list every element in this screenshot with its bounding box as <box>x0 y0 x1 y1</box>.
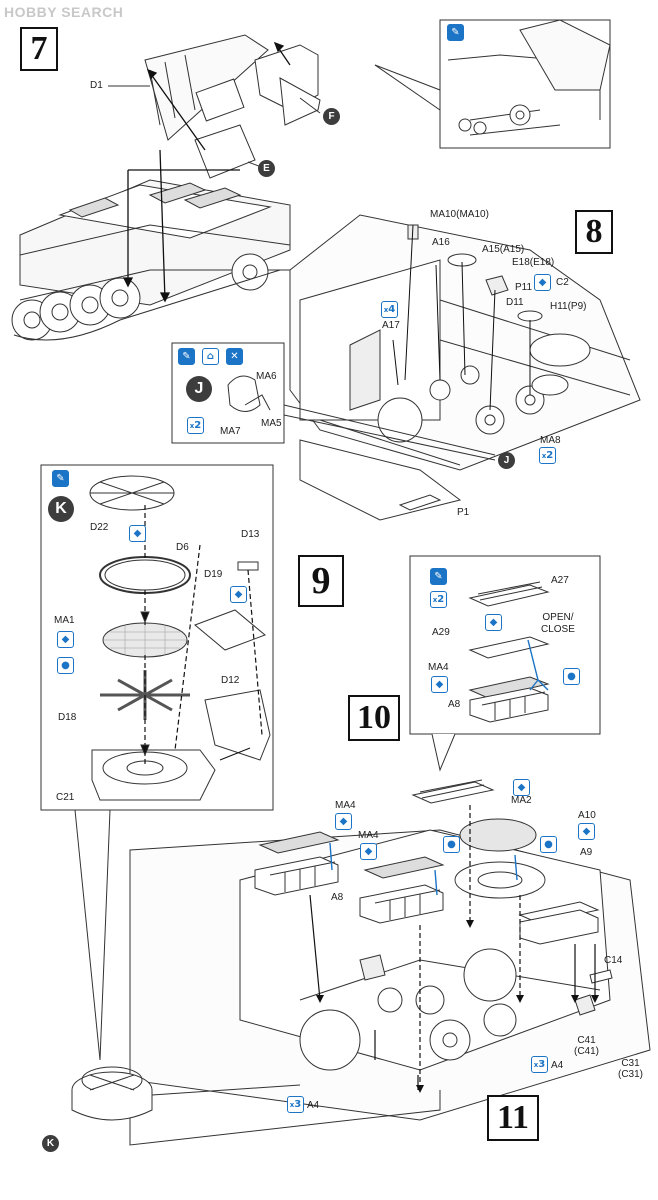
part-label-d1: D1 <box>90 80 103 91</box>
part-label-ma5: MA5 <box>261 418 282 429</box>
paint-drop-icon: ● <box>443 836 460 853</box>
step-9-number: 9 <box>298 555 344 607</box>
part-label-a8-step11: A8 <box>331 892 344 903</box>
step-10-number: 10 <box>348 695 400 741</box>
paint-drop-icon: ● <box>563 668 580 685</box>
callout-k-bottom: K <box>42 1135 59 1152</box>
glue-icon: ✎ <box>430 568 447 585</box>
part-label-a4-left: A4 <box>307 1100 320 1111</box>
part-label-a8: A8 <box>448 699 461 710</box>
part-label-ma7: MA7 <box>220 426 241 437</box>
callout-f: F <box>323 108 340 125</box>
part-label-c31: C31 (C31) <box>618 1058 643 1080</box>
step-7-number: 7 <box>20 27 58 71</box>
part-label-d12: D12 <box>221 675 240 686</box>
part-label-c21: C21 <box>56 792 75 803</box>
callout-k: K <box>48 496 74 522</box>
part-label-d22: D22 <box>90 522 109 533</box>
paint-drop-icon: ● <box>57 657 74 674</box>
watermark-logo: HOBBY SEARCH <box>4 4 124 20</box>
step7-hull <box>19 179 291 306</box>
part-label-d6: D6 <box>176 542 189 553</box>
part-label-h11: H11(P9) <box>550 301 587 312</box>
part-label-c41-main: C41 <box>577 1035 596 1046</box>
step7-wheels <box>11 253 281 341</box>
part-label-c2: C2 <box>556 277 569 288</box>
both-sides-icon: ◆ <box>230 586 247 603</box>
part-label-a4-right: A4 <box>551 1060 564 1071</box>
callout-j-detail: J <box>186 376 212 402</box>
callout-j: J <box>498 452 515 469</box>
step7-panel-d1 <box>144 34 321 179</box>
part-label-ma1: MA1 <box>54 615 75 626</box>
both-sides-icon: ◆ <box>534 274 551 291</box>
both-sides-icon: ◆ <box>57 631 74 648</box>
cut-icon: ✕ <box>226 348 243 365</box>
note-close: CLOSE <box>541 624 575 635</box>
both-sides-icon: ◆ <box>431 676 448 693</box>
part-label-a9: A9 <box>580 847 593 858</box>
part-label-c41: C41 (C41) <box>574 1035 599 1057</box>
step11-hull <box>129 829 651 1146</box>
both-sides-icon: ◆ <box>578 823 595 840</box>
part-label-p1: P1 <box>457 507 470 518</box>
both-sides-icon: ◆ <box>360 843 377 860</box>
part-label-d11: D11 <box>506 297 524 308</box>
both-sides-icon: ◆ <box>485 614 502 631</box>
step-8-number: 8 <box>575 210 613 254</box>
part-label-c14: C14 <box>604 955 623 966</box>
part-label-ma8: MA8 <box>540 435 561 446</box>
step-11-number: 11 <box>487 1095 539 1141</box>
both-sides-icon: ◆ <box>335 813 352 830</box>
glue-icon: ✎ <box>447 24 464 41</box>
part-label-d13: D13 <box>241 529 260 540</box>
note-open: OPEN/ <box>542 612 574 623</box>
part-label-a27: A27 <box>551 575 569 586</box>
part-label-ma10: MA10(MA10) <box>430 209 489 220</box>
part-label-c31-alt: (C31) <box>618 1069 644 1080</box>
both-sides-icon: ◆ <box>513 779 530 796</box>
part-label-d19: D19 <box>204 569 223 580</box>
part-label-e18: E18(E18) <box>512 257 555 268</box>
part-label-ma4-left: MA4 <box>335 800 356 811</box>
part-label-a10: A10 <box>578 810 596 821</box>
note-open-close: OPEN/ CLOSE <box>541 612 575 636</box>
part-label-a16: A16 <box>432 237 450 248</box>
part-label-c41-alt: (C41) <box>574 1046 600 1057</box>
callout-e: E <box>258 160 275 177</box>
glue-icon: ✎ <box>178 348 195 365</box>
part-label-a17: A17 <box>382 320 400 331</box>
part-label-c31-main: C31 <box>621 1058 640 1069</box>
part-label-ma4: MA4 <box>428 662 449 673</box>
part-label-d18: D18 <box>58 712 77 723</box>
part-label-ma2: MA2 <box>511 795 532 806</box>
part-label-ma6: MA6 <box>256 371 277 382</box>
part-label-a29: A29 <box>432 627 450 638</box>
paint-drop-icon: ● <box>540 836 557 853</box>
part-label-p11: P11 <box>515 282 533 293</box>
part-label-ma4-mid: MA4 <box>358 830 379 841</box>
bend-icon: ⌂ <box>202 348 219 365</box>
part-label-a15: A15(A15) <box>482 244 525 255</box>
glue-icon: ✎ <box>52 470 69 487</box>
both-sides-icon: ◆ <box>129 525 146 542</box>
